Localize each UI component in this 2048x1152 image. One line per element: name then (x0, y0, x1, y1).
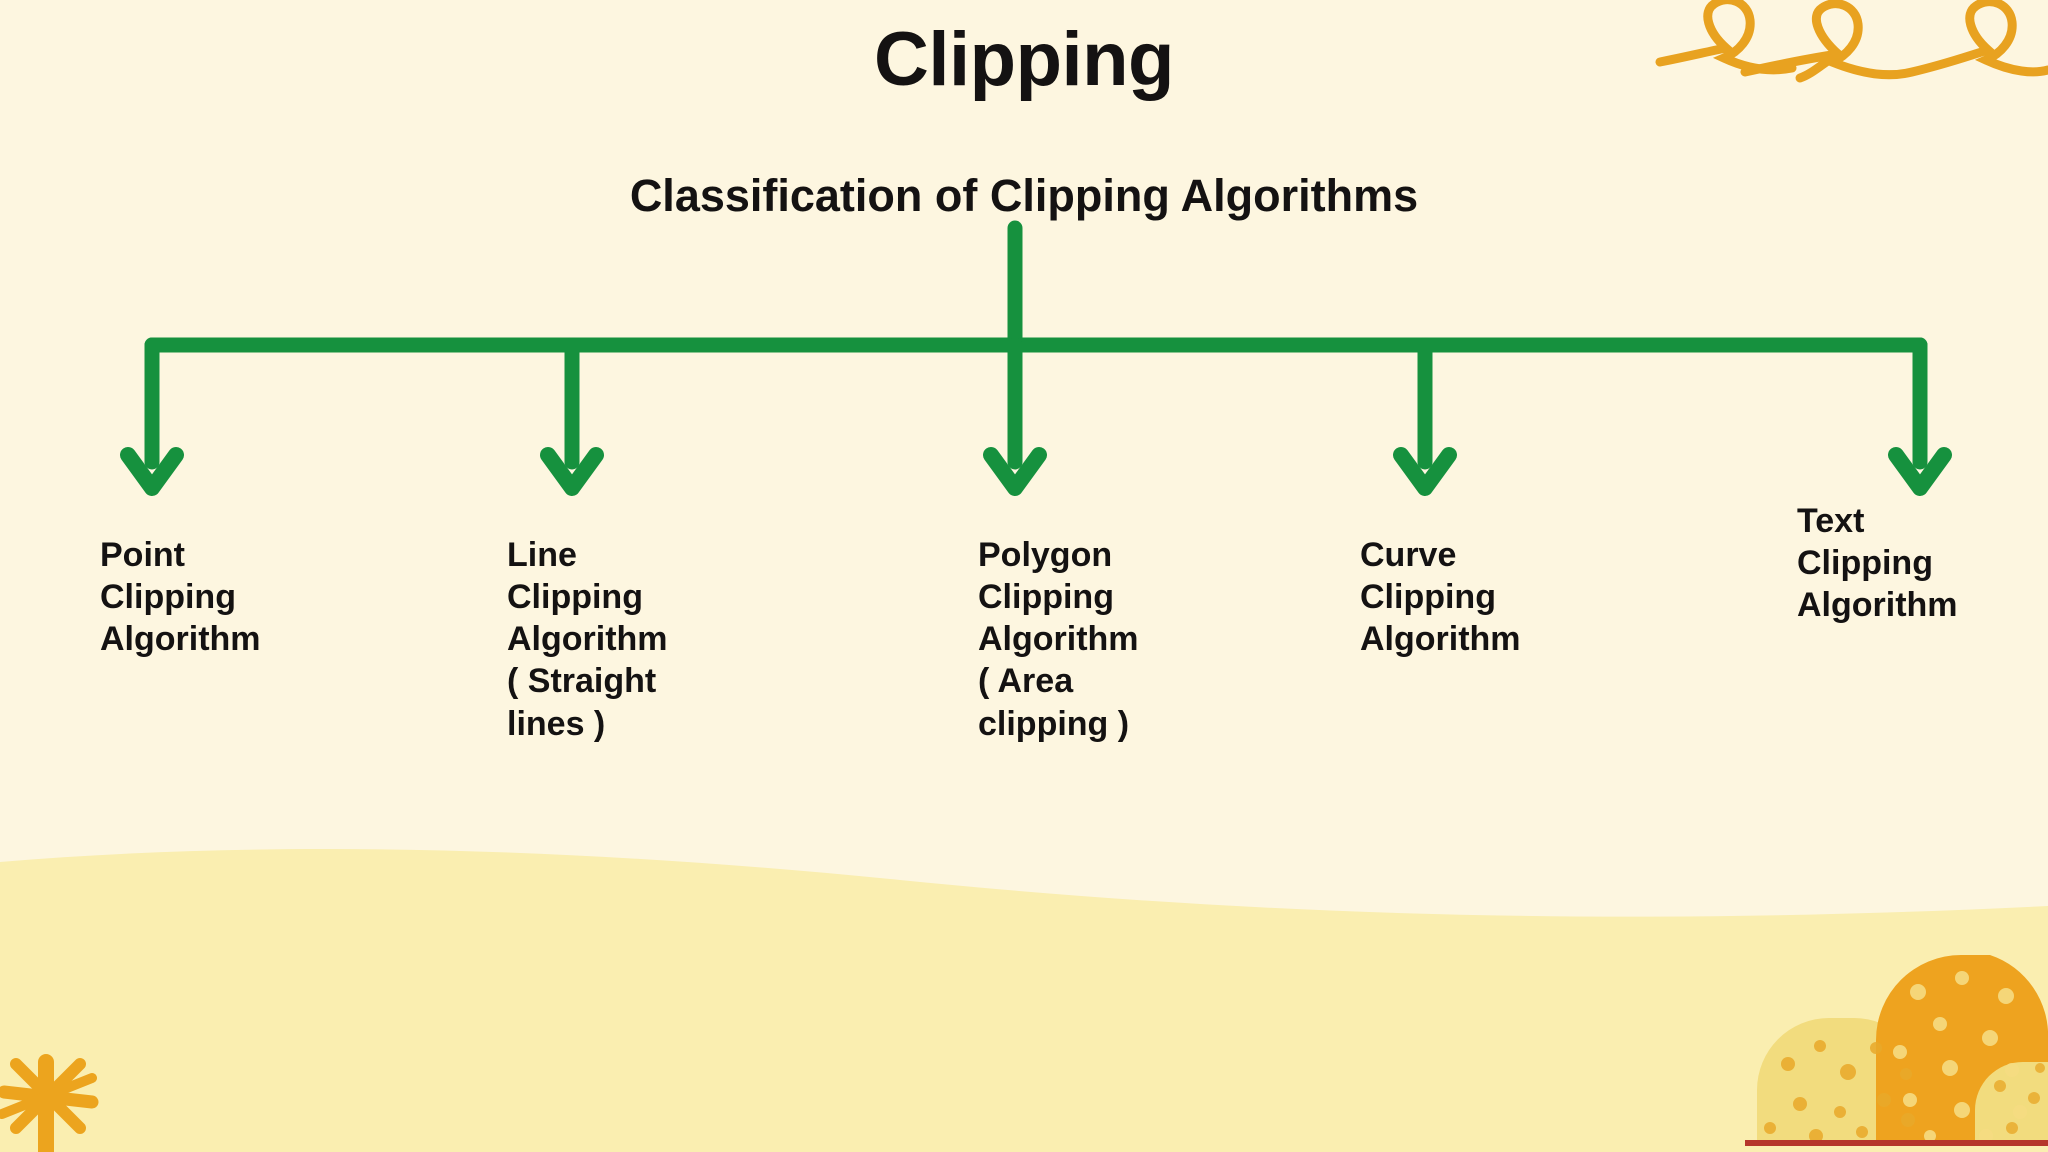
arrowhead-polygon (983, 447, 1047, 496)
slide-subtitle: Classification of Clipping Algorithms (629, 170, 1419, 221)
node-label-text: Text Clipping Algorithm (1797, 502, 1958, 625)
slide-title: Clipping (874, 17, 1174, 102)
node-label-polygon: Polygon Clipping Algorithm ( Area clippi… (978, 536, 1139, 743)
node-label-line: Line Clipping Algorithm ( Straight lines… (507, 536, 668, 743)
arrowhead-point (120, 447, 184, 496)
arrowhead-curve (1393, 447, 1457, 496)
node-label-point: Point Clipping Algorithm (100, 536, 261, 659)
arrowhead-line (540, 447, 604, 496)
arrowhead-text (1888, 447, 1952, 496)
node-label-curve: Curve Clipping Algorithm (1360, 536, 1521, 659)
